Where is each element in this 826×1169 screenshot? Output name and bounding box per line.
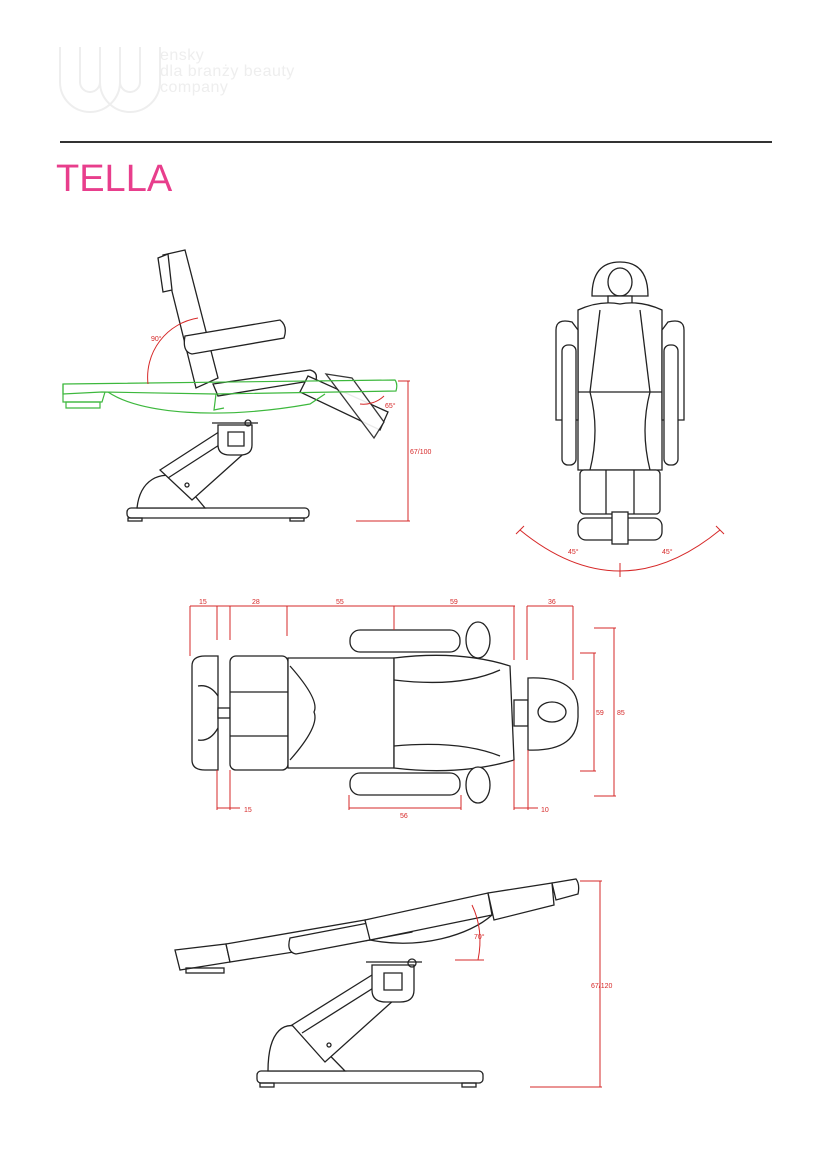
rotation-right-label: 45° [662, 548, 673, 556]
angle-label: 90° [151, 335, 162, 343]
dimension-label: 85 [617, 710, 625, 717]
height-label: 67/120 [591, 983, 613, 990]
angle-label: 65° [385, 402, 396, 410]
logo-line: ensky [160, 47, 205, 64]
front-view-rotation: 45° 45° [515, 261, 725, 577]
dimension-label: 59 [450, 599, 458, 606]
company-logo [59, 47, 161, 113]
dimension-label: 28 [252, 599, 260, 606]
dimension-label: 15 [244, 807, 252, 814]
product-title: TELLA [56, 158, 173, 200]
dimension-label: 55 [336, 599, 344, 606]
logo-wordmark: ensky dla branży beauty company [160, 48, 295, 96]
top-view-dimensions: 15 28 55 59 36 15 56 10 59 85 [189, 599, 625, 820]
dimension-label: 36 [548, 599, 556, 606]
rotation-left-label: 45° [568, 548, 579, 556]
logo-line: dla branży beauty [160, 63, 295, 80]
height-label: 67/100 [410, 449, 432, 456]
dimension-label: 15 [199, 599, 207, 606]
dimension-label: 59 [596, 710, 604, 717]
angle-label: 70° [474, 933, 485, 941]
side-view-raised: 70° 67/120 [174, 878, 613, 1088]
dimension-label: 56 [400, 813, 408, 820]
logo-line: company [160, 79, 229, 96]
header-divider [60, 141, 772, 143]
dimension-label: 10 [541, 807, 549, 814]
side-view-reclining: 90° 65° 67/100 [62, 249, 432, 522]
